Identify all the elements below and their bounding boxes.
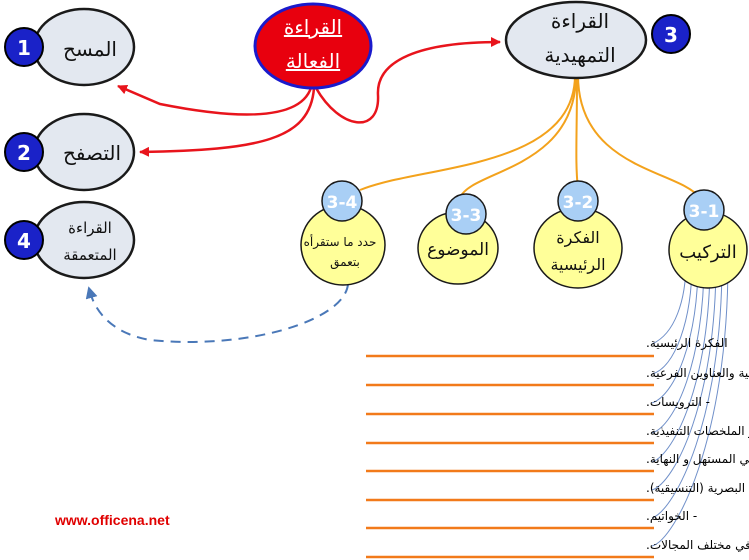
list-item: - المقتطفات والملخصات و الملخصات التنفيذ… — [646, 424, 749, 439]
list-item: - التراكيب المستخدمة في مختلف المجالات. — [646, 538, 749, 553]
deep-reading-line1: القراءة — [68, 219, 112, 237]
preliminary-line1: القراءة — [551, 9, 609, 33]
node-preliminary-reading[interactable]: القراءة التمهيدية 3 — [504, 0, 691, 80]
badge-3-4: 3-4 — [327, 193, 358, 213]
connector-to-topic — [459, 74, 577, 199]
list-item: - قصص أو حكايات في المستهل و النهاية. — [646, 451, 749, 467]
arrow-to-browsing — [139, 87, 316, 157]
deep-reading-line2: المتعمقة — [63, 246, 116, 264]
structure-label: التركيب — [679, 242, 737, 263]
decide-line1: حدد ما ستقرأه — [304, 234, 377, 250]
node-decide-deep[interactable]: حدد ما ستقرأه بتعمق 3-4 — [300, 180, 386, 286]
skimming-label: المسح — [63, 37, 117, 61]
badge-3: 3 — [664, 23, 678, 47]
list-dividers — [366, 354, 654, 559]
badge-3-1: 3-1 — [689, 202, 720, 222]
list-item: - الترويسات. — [646, 395, 710, 410]
active-reading-line2: الفعالة — [286, 49, 340, 73]
list-item: - العناوين الرئيسية والعناوين الفرعية. — [646, 366, 749, 381]
node-topic[interactable]: الموضوع 3-3 — [417, 193, 499, 285]
structure-list-connectors — [651, 261, 729, 547]
main-idea-line2: الرئيسية — [550, 255, 605, 275]
connector-to-structure — [577, 74, 701, 199]
badge-3-2: 3-2 — [563, 193, 594, 213]
structure-list: الفكرة الرئيسية. - العناوين الرئيسية وال… — [646, 336, 749, 553]
node-browsing[interactable]: التصفح 2 — [4, 112, 136, 192]
node-active-reading[interactable]: القراءة الفعالة — [253, 2, 373, 90]
node-skimming[interactable]: المسح 1 — [4, 7, 136, 87]
watermark-url: www.officena.net — [55, 512, 170, 528]
decide-line2: بتعمق — [330, 255, 360, 270]
badge-1: 1 — [17, 36, 31, 60]
active-reading-line1: القراءة — [284, 15, 342, 39]
browsing-label: التصفح — [63, 141, 121, 165]
node-structure[interactable]: التركيب 3-1 — [668, 189, 748, 289]
connector-to-decide — [359, 74, 576, 191]
node-deep-reading[interactable]: القراءة المتعمقة 4 — [4, 200, 136, 280]
arrow-to-skimming — [117, 83, 314, 116]
node-main-idea[interactable]: الفكرة الرئيسية 3-2 — [533, 180, 623, 289]
badge-3-3: 3-3 — [451, 206, 482, 226]
orange-connectors — [359, 74, 701, 199]
connector-to-mainidea — [575, 74, 579, 191]
badge-2: 2 — [17, 141, 31, 165]
list-item: - المعلومات البصرية (التنسيقية). — [646, 481, 749, 496]
dashed-arrow-to-deep-reading — [85, 283, 349, 343]
list-item: الفكرة الرئيسية. — [646, 336, 728, 351]
arrow-to-preliminary — [314, 37, 501, 124]
list-item: - الخواتيم. — [646, 509, 697, 524]
topic-label: الموضوع — [427, 240, 489, 260]
preliminary-line2: التمهيدية — [544, 43, 615, 67]
red-arrows — [117, 37, 501, 157]
badge-4: 4 — [17, 229, 31, 253]
main-idea-line1: الفكرة — [556, 228, 599, 248]
